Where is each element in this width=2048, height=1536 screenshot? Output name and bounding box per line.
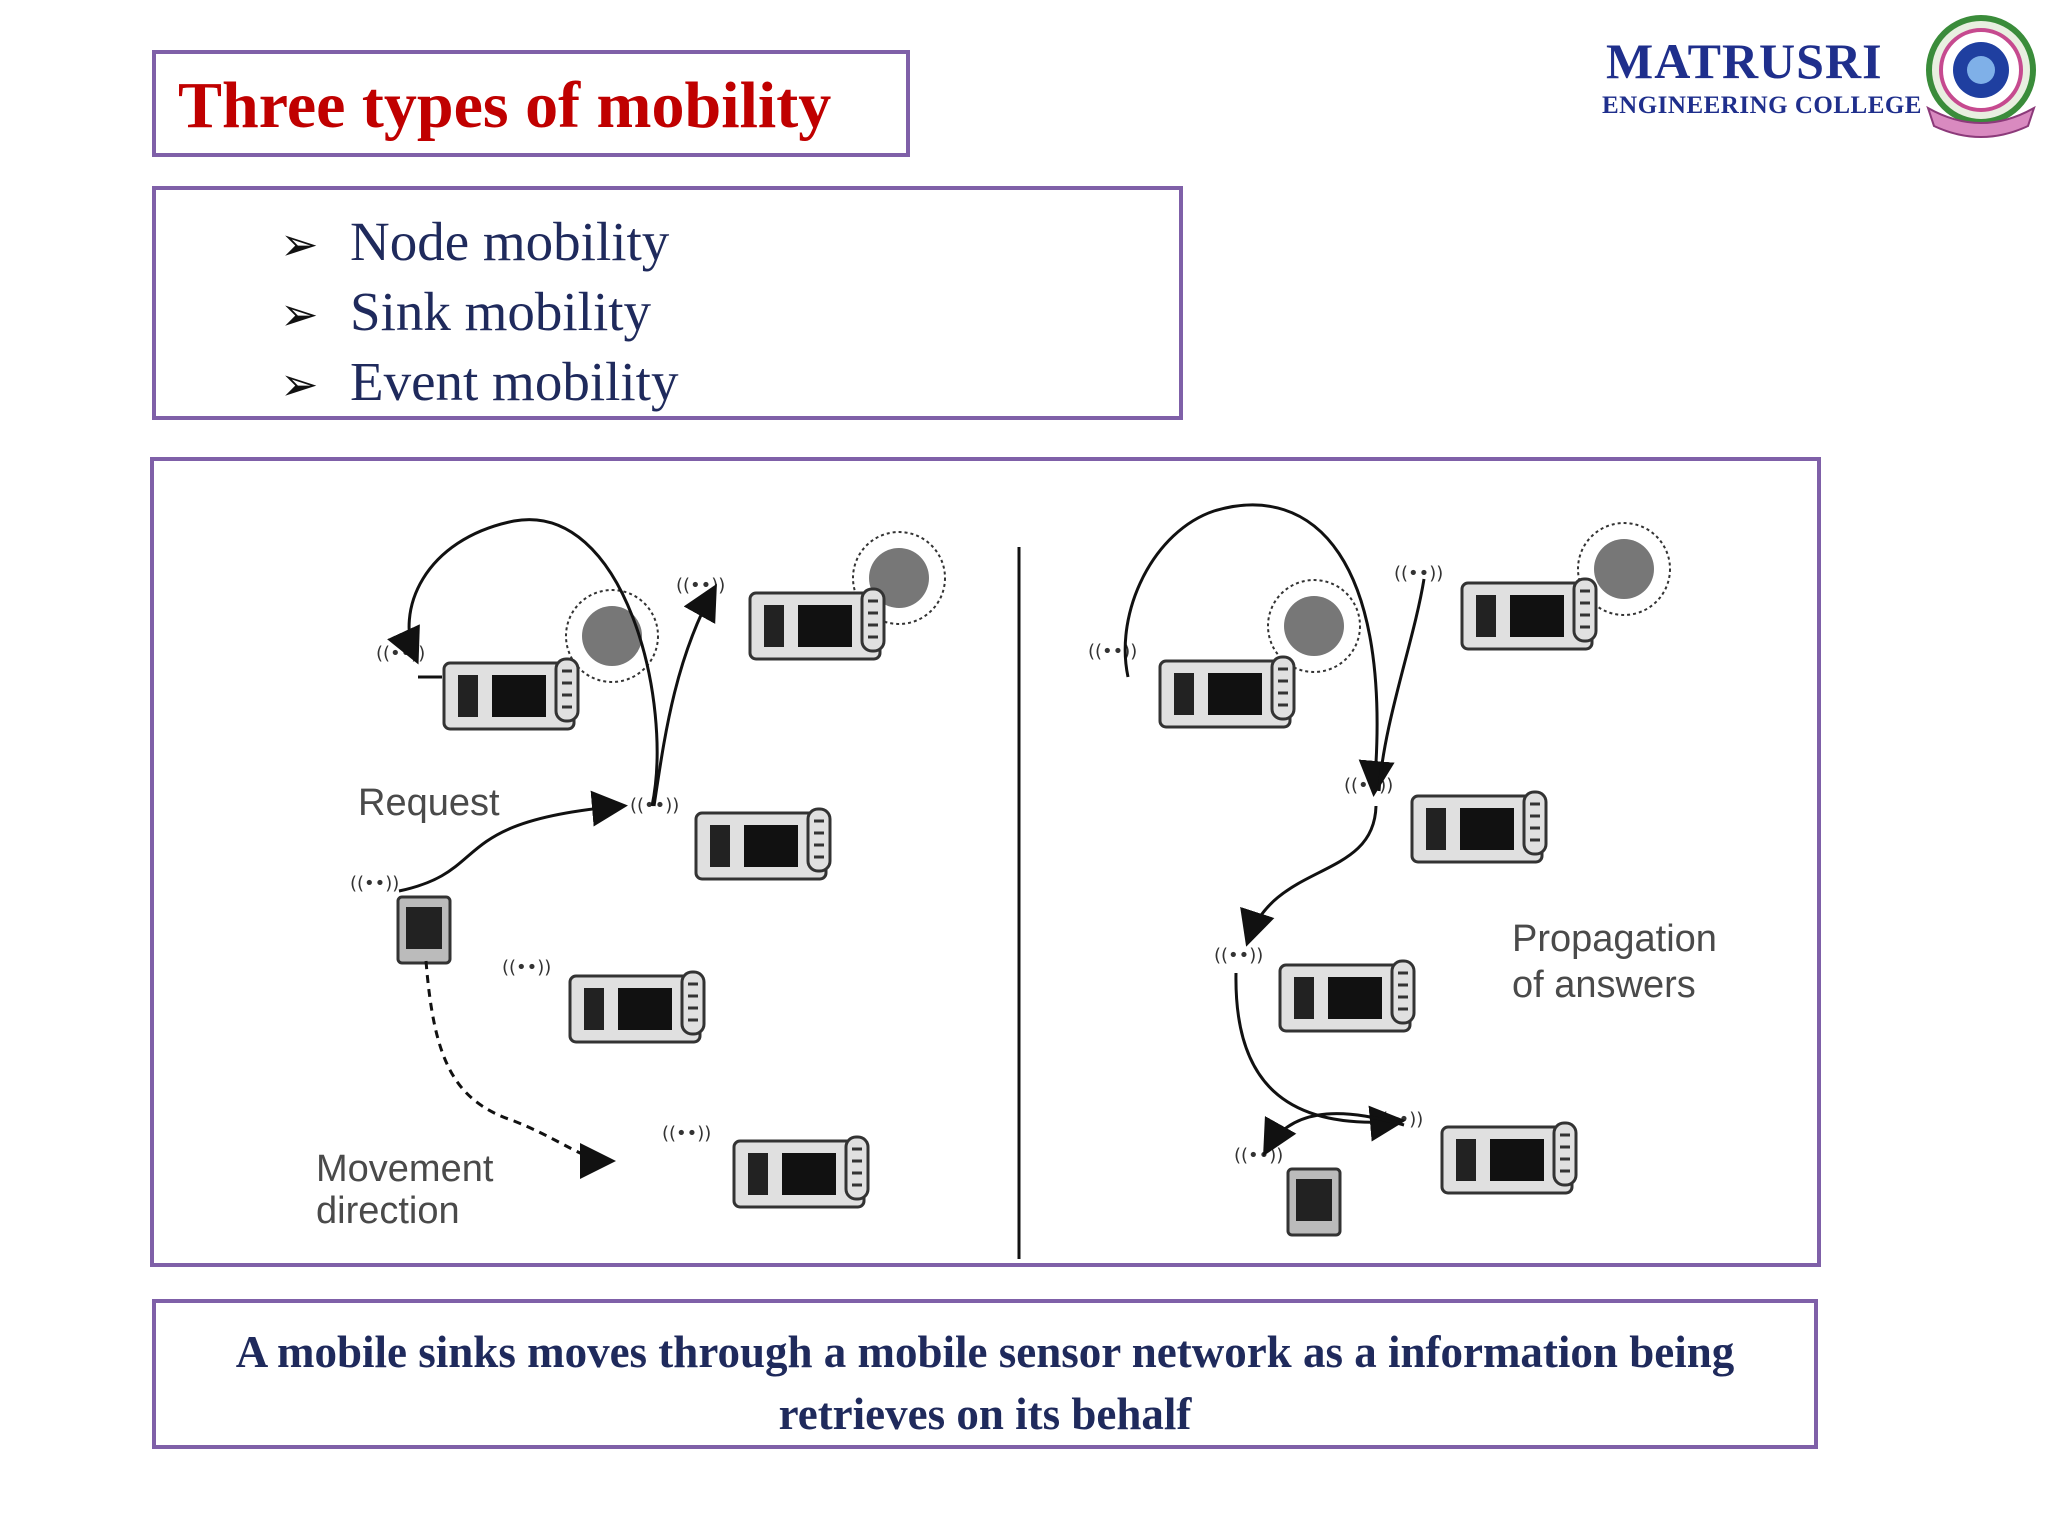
arrow-bullet-icon: ➢: [280, 357, 319, 411]
antenna-icon: [502, 957, 552, 978]
bullet-list: ➢ Node mobility ➢ Sink mobility ➢ Event mob…: [280, 208, 678, 418]
answer-propagation-arrow: [1377, 578, 1426, 792]
sensor-node: [1158, 655, 1296, 729]
antenna-icon: [1394, 563, 1444, 584]
antenna-icon: [350, 873, 400, 894]
sensor-node: [442, 657, 580, 731]
event-burst-icon: [565, 589, 659, 683]
logo-subtitle: ENGINEERING COLLEGE: [1602, 92, 1922, 119]
antenna-icon: [1234, 1145, 1284, 1166]
bullet-item-event-mobility: ➢ Event mobility: [280, 348, 678, 418]
caption-box: A mobile sinks moves through a mobile se…: [152, 1299, 1818, 1449]
event-burst-icon: [1267, 579, 1361, 673]
logo-name: MATRUSRI: [1606, 33, 1883, 89]
bullet-item-sink-mobility: ➢ Sink mobility: [280, 278, 678, 348]
answer-propagation-arrow: [1234, 972, 1406, 1142]
bullet-label: Node mobility: [350, 211, 670, 272]
request-forward-arrow: [387, 518, 659, 807]
bullet-label: Event mobility: [350, 351, 679, 412]
title-box: Three types of mobility: [152, 50, 910, 157]
answer-propagation-arrow: [1123, 503, 1395, 797]
sensor-node: [1410, 790, 1548, 864]
answer-to-sink-arrow: [1263, 1112, 1405, 1157]
movement-label-line2: direction: [316, 1190, 460, 1232]
bullet-list-box: ➢ Node mobility ➢ Sink mobility ➢ Event mob…: [152, 186, 1183, 420]
answer-propagation-arrow: [1240, 805, 1378, 947]
propagation-label-line2: of answers: [1512, 964, 1696, 1006]
sensor-node: [732, 1135, 870, 1209]
propagation-label-line1: Propagation: [1512, 918, 1717, 960]
request-label: Request: [358, 782, 500, 824]
mobility-figure: ((••)): [150, 457, 1821, 1267]
antenna-icon: [1344, 775, 1394, 796]
bullet-item-node-mobility: ➢ Node mobility: [280, 208, 678, 278]
slide-title: Three types of mobility: [178, 69, 832, 142]
movement-direction-arrow: [424, 960, 616, 1179]
event-burst-icon: [1577, 522, 1671, 616]
antenna-icon: [676, 575, 726, 596]
sensor-node: [694, 807, 832, 881]
sensor-network-diagram: ((••)): [316, 503, 1717, 1259]
request-forward-arrow: [652, 583, 717, 807]
mobile-sink-pda-icon: [1286, 1167, 1342, 1237]
antenna-icon: [662, 1123, 712, 1144]
antenna-icon: [1088, 641, 1138, 662]
caption-text: A mobile sinks moves through a mobile se…: [235, 1327, 1735, 1439]
mobile-sink-pda-icon: [396, 895, 452, 965]
sensor-node: [1440, 1121, 1578, 1195]
arrow-bullet-icon: ➢: [280, 287, 319, 341]
sensor-node: [568, 970, 706, 1044]
event-burst-icon: [852, 531, 946, 625]
college-logo: MATRUSRI ENGINEERING COLLEGE: [1596, 8, 2044, 146]
bullet-label: Sink mobility: [350, 281, 652, 342]
movement-label-line1: Movement: [316, 1148, 494, 1190]
sensor-node: [1460, 577, 1598, 651]
sensor-node: [748, 587, 886, 661]
college-seal-icon: [1926, 15, 2036, 138]
sensor-node: [1278, 959, 1416, 1033]
antenna-icon: [1214, 945, 1264, 966]
arrow-bullet-icon: ➢: [280, 217, 319, 271]
antenna-icon: [376, 643, 426, 664]
request-arrow: [398, 790, 628, 893]
